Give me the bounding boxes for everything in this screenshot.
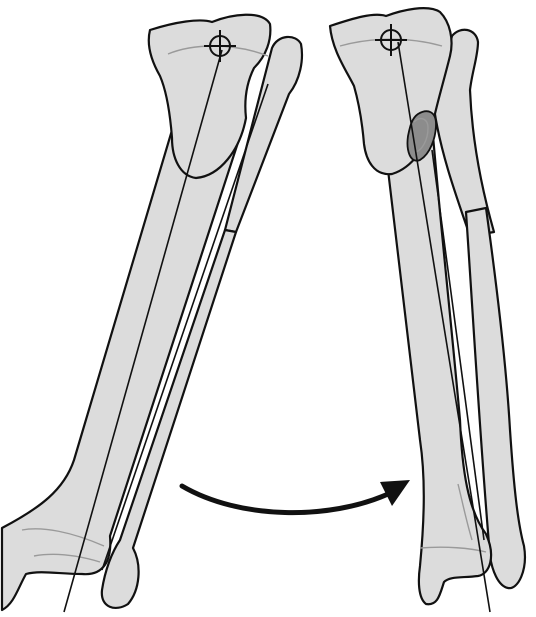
arrow-curve (182, 486, 388, 513)
right-panel (330, 8, 525, 612)
rotation-arrow (182, 480, 410, 513)
left-panel (2, 15, 302, 612)
